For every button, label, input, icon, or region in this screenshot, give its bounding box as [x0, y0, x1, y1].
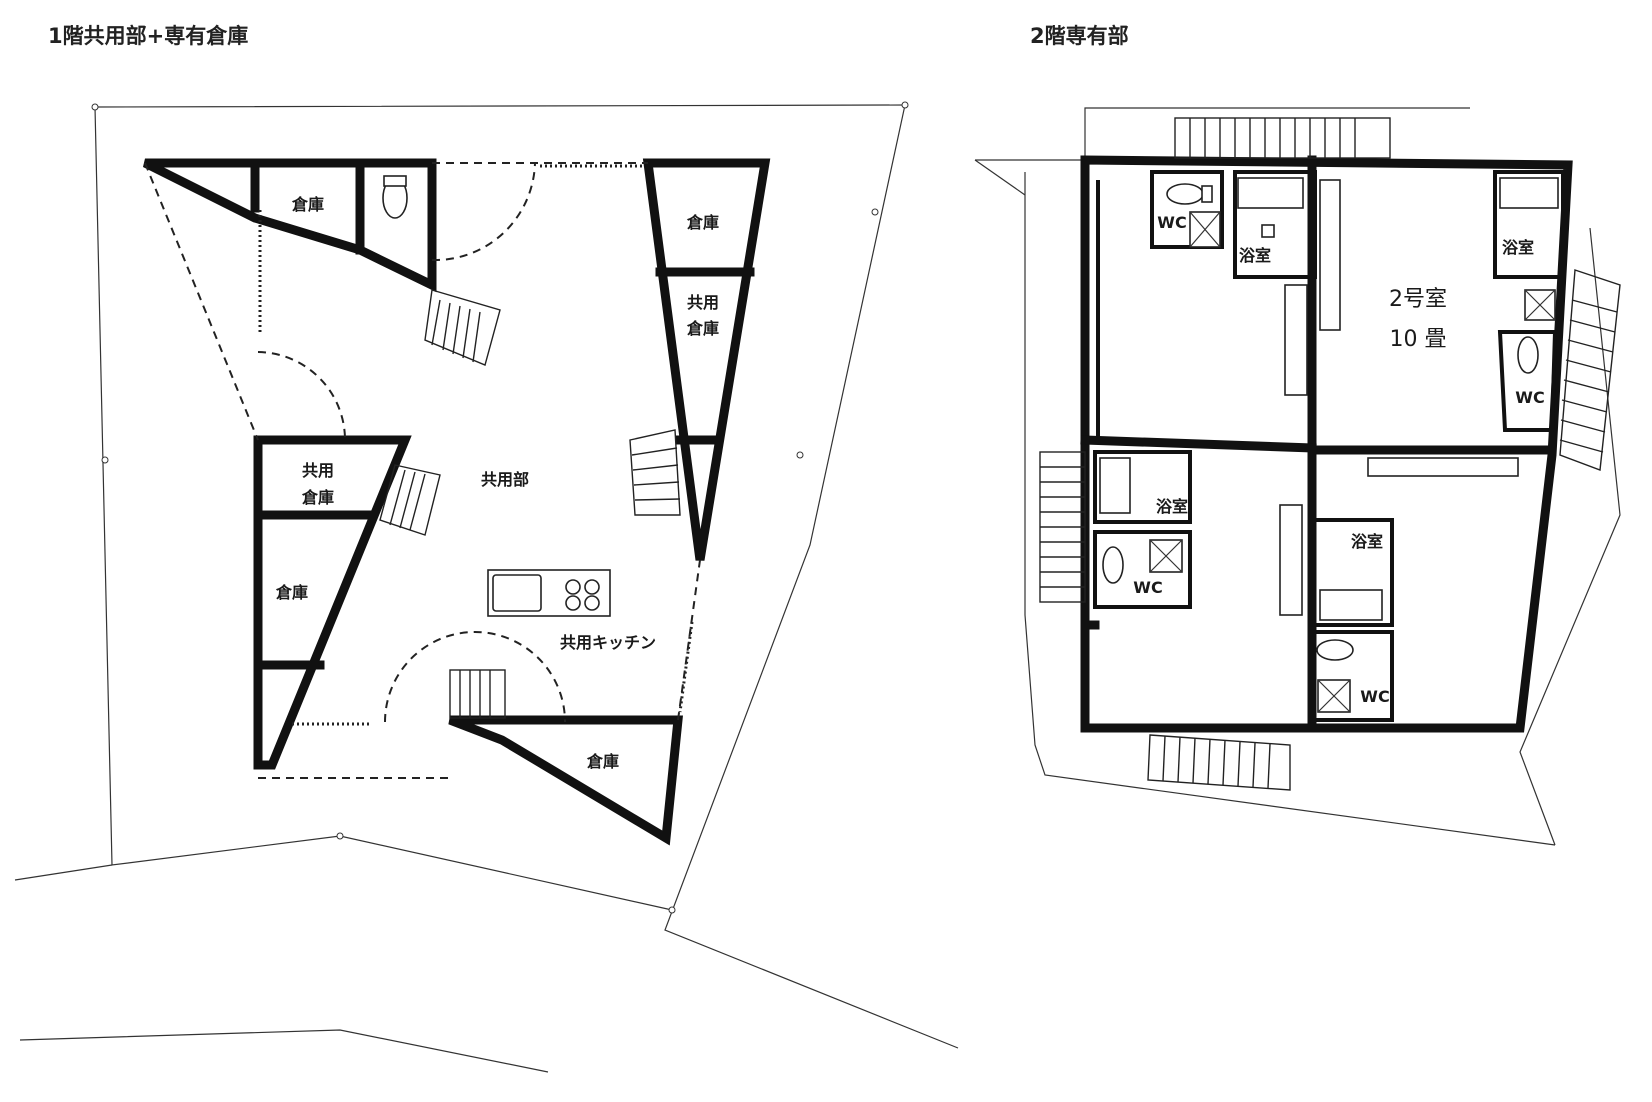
toilet-icon — [1166, 183, 1204, 205]
label-shared-storage-left-2: 倉庫 — [301, 488, 334, 507]
floor1-stair-bottom — [449, 669, 506, 719]
label-bath-bottom-right: 浴室 — [1351, 532, 1383, 551]
label-room-size: 10 畳 — [1390, 327, 1447, 352]
label-shared-storage-right-1: 共用 — [687, 293, 719, 312]
floor2-plan: WC 浴室 浴室 2号室 10 畳 WC 浴室 WC 浴室 WC — [974, 107, 1621, 846]
floor1-stair-right — [629, 429, 681, 516]
label-storage-right-top: 倉庫 — [686, 213, 719, 232]
label-shared-storage-left-1: 共用 — [302, 461, 334, 480]
label-shared-storage-right-2: 倉庫 — [686, 319, 719, 338]
stove-burner-icon — [565, 579, 581, 595]
label-wc-top-left: WC — [1157, 213, 1186, 232]
label-storage-top: 倉庫 — [291, 195, 324, 214]
floor1-site-lower-edge — [14, 864, 113, 881]
floor2-stair-bottom — [1147, 734, 1291, 791]
floor2-title: 2階専有部 — [1030, 24, 1129, 48]
bathtub-icon — [1319, 589, 1383, 621]
label-room-name: 2号室 — [1389, 287, 1447, 312]
floor1-title: 1階共用部+専有倉庫 — [48, 24, 248, 48]
label-wc-mid-left: WC — [1133, 578, 1162, 597]
floor1-storage-bottom-block — [448, 715, 683, 846]
floor1-storage-top-block — [142, 158, 437, 293]
floor2-building-outline — [1080, 155, 1573, 733]
floor1-site-boundary — [94, 104, 959, 1049]
floor2-stair-top — [1174, 117, 1391, 159]
label-common-area: 共用部 — [481, 470, 529, 489]
label-bath-top-right: 浴室 — [1502, 238, 1534, 257]
floor2-wc-box-top-left — [1150, 170, 1224, 249]
floor2-stair-left — [1039, 451, 1086, 603]
floor1-plan: 倉庫 倉庫 共用 倉庫 共用 倉庫 共用部 倉庫 共用キッチン 倉庫 — [14, 101, 959, 1073]
label-storage-left: 倉庫 — [275, 583, 308, 602]
sink-icon — [492, 574, 542, 612]
label-wc-bottom-right: WC — [1360, 687, 1389, 706]
floor1-stair-left — [379, 464, 441, 536]
floor1-storage-left-block — [253, 435, 412, 770]
floor1-site-left-edge — [94, 106, 673, 911]
bathtub-icon — [1237, 177, 1304, 209]
floor1-street-line — [19, 1029, 549, 1073]
label-wc-top-right: WC — [1515, 388, 1544, 407]
label-shared-kitchen: 共用キッチン — [560, 633, 656, 652]
floor2-stair-right — [1559, 269, 1621, 471]
bathtub-icon — [1099, 457, 1131, 514]
floor1-stair-top — [424, 289, 501, 366]
label-bath-top-left: 浴室 — [1239, 246, 1271, 265]
label-storage-bottom: 倉庫 — [586, 752, 619, 771]
label-bath-mid-left: 浴室 — [1156, 497, 1188, 516]
floor2-outer-line — [975, 107, 1470, 161]
floor1-storage-right-block — [642, 158, 771, 561]
